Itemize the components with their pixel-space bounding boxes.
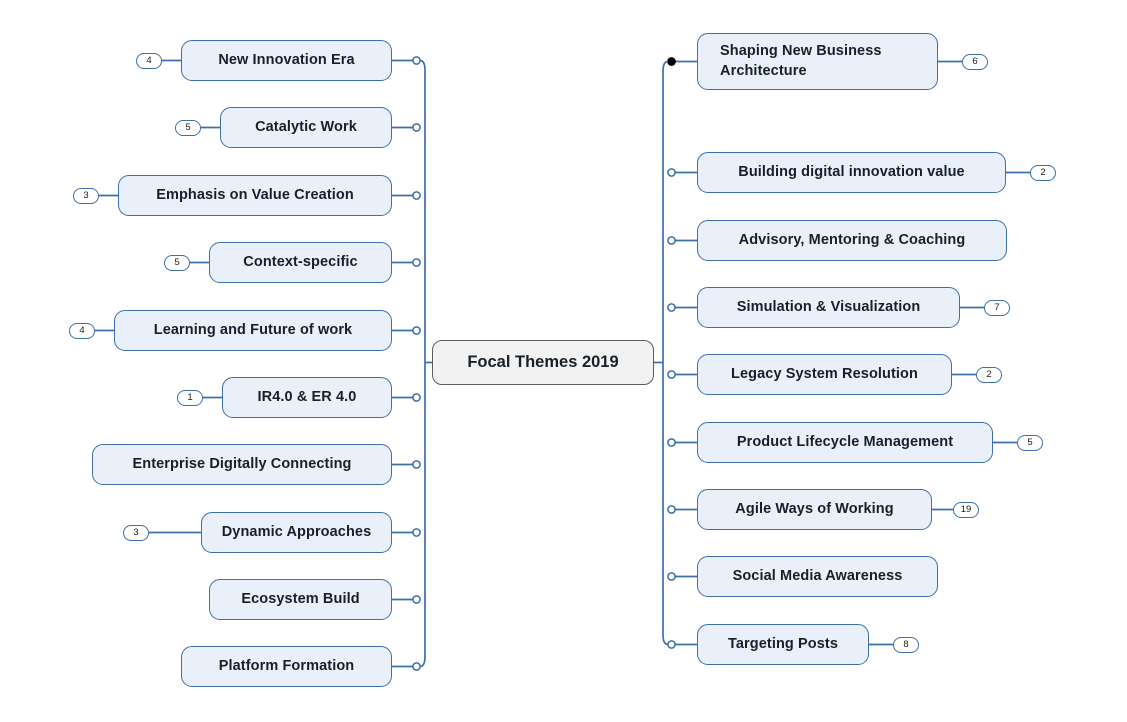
branch-node-right-8[interactable]: Targeting Posts [697,624,869,665]
count-badge-right-0[interactable]: 6 [962,53,988,70]
branch-node-label: Catalytic Work [255,118,357,135]
branch-node-label: Enterprise Digitally Connecting [132,455,352,472]
branch-node-label: Dynamic Approaches [221,523,372,540]
branch-node-left-9[interactable]: Platform Formation [181,646,392,687]
branch-node-label: New Innovation Era [218,51,355,68]
branch-node-label: IR4.0 & ER 4.0 [257,388,357,405]
count-badge-right-4[interactable]: 2 [976,366,1002,383]
count-badge-left-1[interactable]: 5 [175,119,201,136]
branch-node-left-4[interactable]: Learning and Future of work [114,310,392,351]
branch-node-right-7[interactable]: Social Media Awareness [697,556,938,597]
branch-node-label: Advisory, Mentoring & Coaching [738,231,966,248]
branch-node-left-0[interactable]: New Innovation Era [181,40,392,81]
branch-node-label: Emphasis on Value Creation [156,186,354,203]
count-badge-right-6[interactable]: 19 [953,501,979,518]
branch-node-left-8[interactable]: Ecosystem Build [209,579,392,620]
count-badge-left-7[interactable]: 3 [123,524,149,541]
count-badge-left-0[interactable]: 4 [136,52,162,69]
count-badge-right-1[interactable]: 2 [1030,164,1056,181]
branch-node-label: Legacy System Resolution [731,365,918,382]
branch-node-right-0[interactable]: Shaping New Business Architecture [697,33,938,90]
count-badge-left-2[interactable]: 3 [73,187,99,204]
count-badge-right-3[interactable]: 7 [984,299,1010,316]
branch-node-label: Context-specific [243,253,358,270]
branch-node-right-2[interactable]: Advisory, Mentoring & Coaching [697,220,1007,261]
branch-node-right-3[interactable]: Simulation & Visualization [697,287,960,328]
branch-node-label: Agile Ways of Working [735,500,894,517]
count-badge-right-5[interactable]: 5 [1017,434,1043,451]
branch-node-label: Social Media Awareness [732,567,903,584]
branch-node-right-4[interactable]: Legacy System Resolution [697,354,952,395]
branch-node-label: Targeting Posts [728,635,838,652]
branch-node-label: Shaping New Business Architecture [720,42,882,79]
branch-node-left-5[interactable]: IR4.0 & ER 4.0 [222,377,392,418]
branch-node-left-2[interactable]: Emphasis on Value Creation [118,175,392,216]
root-node[interactable]: Focal Themes 2019 [432,340,654,385]
branch-node-right-1[interactable]: Building digital innovation value [697,152,1006,193]
branch-node-label: Product Lifecycle Management [736,433,954,450]
count-badge-left-4[interactable]: 4 [69,322,95,339]
branch-node-label: Simulation & Visualization [736,298,921,315]
branch-node-left-1[interactable]: Catalytic Work [220,107,392,148]
branch-node-label: Platform Formation [218,657,355,674]
branch-node-label: Building digital innovation value [738,163,965,180]
count-badge-right-8[interactable]: 8 [893,636,919,653]
branch-node-label: Learning and Future of work [153,321,353,338]
branch-node-right-6[interactable]: Agile Ways of Working [697,489,932,530]
branch-node-right-5[interactable]: Product Lifecycle Management [697,422,993,463]
count-badge-left-3[interactable]: 5 [164,254,190,271]
count-badge-left-5[interactable]: 1 [177,389,203,406]
branch-node-left-6[interactable]: Enterprise Digitally Connecting [92,444,392,485]
branch-node-label: Ecosystem Build [241,590,360,607]
branch-node-left-7[interactable]: Dynamic Approaches [201,512,392,553]
branch-node-left-3[interactable]: Context-specific [209,242,392,283]
